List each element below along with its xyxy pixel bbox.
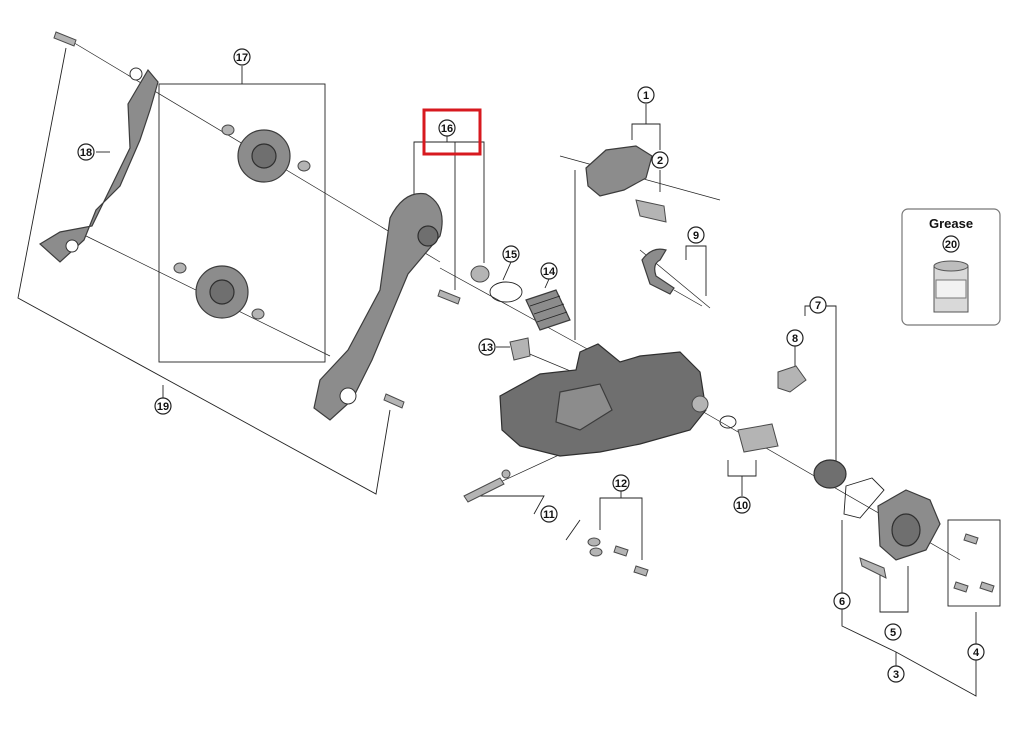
svg-text:15: 15 (505, 249, 517, 261)
callouts: 1 2 3 4 5 6 7 8 9 10 11 12 13 14 15 16 1… (77, 48, 985, 683)
grease-box-title: Grease (929, 216, 973, 231)
callout-4: 4 (967, 643, 985, 661)
callout-18: 18 (77, 143, 95, 161)
callout-6: 6 (833, 592, 851, 610)
guide-pulley (221, 124, 311, 183)
svg-text:17: 17 (236, 52, 248, 64)
callout-1: 1 (637, 86, 655, 104)
svg-text:6: 6 (839, 596, 845, 608)
callout-5: 5 (884, 623, 902, 641)
svg-text:19: 19 (157, 401, 169, 413)
clutch-ring (719, 415, 737, 429)
clutch-lever (777, 365, 807, 393)
callout-14: 14 (540, 262, 558, 280)
svg-text:1: 1 (643, 90, 649, 102)
callout-7: 7 (809, 296, 827, 314)
adjust-screws-12 (587, 537, 649, 577)
clutch-cover (877, 489, 941, 561)
callout-19: 19 (154, 397, 172, 415)
clutch-drum (813, 459, 847, 489)
svg-text:9: 9 (693, 230, 699, 242)
cover-screws-4 (953, 533, 995, 593)
callout-12: 12 (612, 474, 630, 492)
callout-9: 9 (687, 226, 705, 244)
cable-guide (641, 248, 703, 307)
svg-text:3: 3 (893, 669, 899, 681)
cage-screw-top (53, 31, 77, 47)
b-tension-adjust-part (509, 337, 531, 361)
callout-20: 20 (942, 235, 960, 253)
tension-pulley (173, 262, 265, 320)
svg-text:7: 7 (815, 300, 821, 312)
adjust-bolt-11 (463, 469, 511, 503)
svg-text:5: 5 (890, 627, 896, 639)
highlight-box-callout-16 (422, 108, 482, 156)
svg-text:20: 20 (945, 239, 957, 251)
grease-jar (933, 260, 969, 313)
clutch-axle (737, 423, 779, 453)
svg-text:4: 4 (973, 647, 980, 659)
inner-cage-plate (313, 192, 461, 421)
callout-2: 2 (651, 151, 669, 169)
svg-text:18: 18 (80, 147, 92, 159)
svg-text:8: 8 (792, 333, 798, 345)
derailleur-main-body (499, 343, 709, 457)
callout-8: 8 (786, 329, 804, 347)
washer-16 (470, 265, 490, 283)
callout-16: 16 (438, 119, 456, 137)
callout-11: 11 (540, 505, 558, 523)
svg-text:16: 16 (441, 123, 453, 135)
grease-box: Grease (901, 208, 1001, 326)
svg-text:2: 2 (657, 155, 663, 167)
callout-13: 13 (478, 338, 496, 356)
leader-lines (17, 47, 1001, 697)
callout-3: 3 (887, 665, 905, 683)
svg-text:14: 14 (543, 266, 556, 278)
svg-text:11: 11 (543, 509, 555, 521)
stopper-ring (489, 281, 523, 303)
callout-10: 10 (733, 496, 751, 514)
callout-15: 15 (502, 245, 520, 263)
clutch-gasket (843, 477, 885, 519)
outer-cage-plate (38, 67, 159, 263)
callout-17: 17 (233, 48, 251, 66)
svg-text:12: 12 (615, 478, 627, 490)
svg-text:13: 13 (481, 342, 493, 354)
cover-lever-5 (859, 557, 887, 579)
tension-spring (525, 289, 571, 331)
bracket-axle-unit (585, 145, 667, 223)
svg-text:10: 10 (736, 500, 748, 512)
